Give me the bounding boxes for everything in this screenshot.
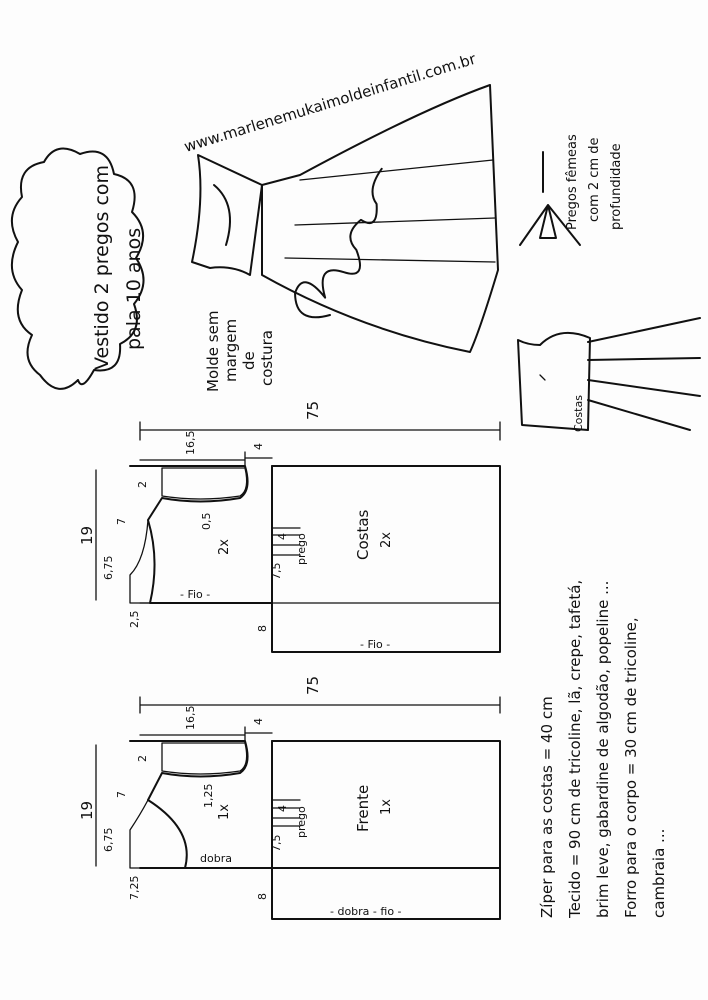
back-neck-depth-label: 2,5: [128, 611, 141, 629]
title-line-2: pala 10 anos: [123, 228, 145, 350]
website-url: www.marlenemukaimoldeinfantil.com.br: [182, 49, 479, 155]
front-yoke-armhole-hatch: [161, 742, 248, 775]
signature: [294, 167, 383, 319]
dress-sketch: [191, 84, 499, 353]
front-neck-depth-label: 7,25: [128, 876, 141, 901]
dress-pleat-line-3: [284, 257, 496, 263]
back-armhole-curve-label: 0,5: [200, 513, 213, 531]
materials-line-1: Zíper para as costas = 40 cm: [538, 696, 556, 918]
back-sketch: Costas: [517, 317, 701, 432]
front-pattern: 75 16,5 4 Frente 1x 1x prego dobra - dob…: [78, 676, 501, 920]
materials-notes: Zíper para as costas = 40 cm Tecido = 90…: [538, 580, 668, 919]
front-pleat-gap: 7,5: [270, 835, 283, 853]
back-shoulder-slope-label: 2: [136, 481, 149, 488]
dress-skirt: [261, 84, 499, 353]
pleats-line-3: profundidade: [609, 143, 624, 230]
back-sketch-label: Costas: [572, 395, 585, 432]
front-skirt-grain: - dobra - fio -: [330, 905, 402, 918]
dress-neckline: [213, 184, 231, 246]
back-length-line: [139, 421, 501, 441]
front-yoke-neck-hatch: [129, 799, 188, 869]
front-yoke-qty: 1x: [217, 804, 232, 820]
front-pleat-label: prego: [295, 806, 308, 838]
back-yoke-neck-hatch: [161, 467, 248, 500]
signature-stroke: [294, 167, 383, 319]
back-pleat-label: prego: [295, 533, 308, 565]
no-seam-note: Molde sem margem de costura: [204, 311, 276, 392]
front-shoulder-slope-label: 2: [136, 755, 149, 762]
no-seam-line-2: margem: [222, 319, 240, 382]
front-skirt-outline: [271, 740, 501, 920]
title-group: Vestido 2 pregos com pala 10 anos: [11, 147, 145, 390]
front-yoke-width-label: 16,5: [184, 706, 197, 731]
back-skirt-outline: [271, 465, 501, 653]
no-seam-line-4: costura: [258, 330, 276, 386]
back-yoke-width-label: 16,5: [184, 431, 197, 456]
front-piece-name: Frente: [354, 785, 372, 832]
back-shoulder-label: 4: [252, 443, 265, 450]
front-length-label: 75: [304, 676, 322, 695]
back-pattern: 75 16,5 4 Costas 2x 2x prego - Fio - - F…: [78, 401, 501, 653]
back-sketch-button: [539, 374, 546, 381]
back-yoke-armhole-hatch: [129, 519, 156, 604]
back-armhole-depth-label: 6,75: [102, 556, 115, 581]
materials-line-4: Forro para o corpo = 30 cm de tricoline,: [622, 617, 640, 918]
dress-pleat-line-2: [294, 217, 496, 226]
no-seam-line-3: de: [240, 351, 258, 370]
back-neck-drop-label: 7: [115, 518, 128, 525]
front-hem-offset: 8: [256, 893, 269, 900]
pleat-detail-diagram: [519, 151, 581, 246]
front-fold-label: dobra: [200, 852, 232, 865]
back-sketch-skirt: [587, 317, 701, 431]
materials-line-5: cambraia ...: [650, 829, 668, 918]
front-length-line: [139, 696, 501, 714]
front-pleat-marks: [271, 799, 301, 827]
title-cloud: [11, 147, 145, 390]
back-sketch-bodice: [517, 331, 591, 431]
front-yoke-outline: [129, 740, 273, 869]
title-line-1: Vestido 2 pregos com: [91, 165, 113, 370]
front-pleat-a: 4: [276, 805, 289, 812]
front-yoke-height-label: 19: [78, 801, 96, 820]
front-neck-drop-label: 7: [115, 791, 128, 798]
back-pleat-gap: 7,5: [270, 563, 283, 581]
front-armhole-depth-label: 6,75: [102, 828, 115, 853]
back-length-label: 75: [304, 401, 322, 420]
dress-pleat-line-1: [299, 159, 494, 181]
no-seam-line-1: Molde sem: [204, 311, 222, 392]
dress-bodice: [191, 154, 263, 276]
front-piece-qty: 1x: [379, 799, 394, 815]
pleat-detail: Pregos fêmeas com 2 cm de profundidade: [519, 134, 624, 246]
back-pleat-a: 4: [276, 533, 289, 540]
back-piece-name: Costas: [354, 509, 372, 560]
front-shoulder-label: 4: [252, 718, 265, 725]
back-skirt-grain: - Fio -: [360, 638, 390, 651]
back-hem-offset: 8: [256, 625, 269, 632]
back-piece-qty: 2x: [379, 532, 394, 548]
back-yoke-grain: - Fio -: [180, 588, 210, 601]
back-pleat-marks: [271, 527, 301, 556]
back-yoke-height-label: 19: [78, 526, 96, 545]
materials-line-3: brim leve, gabardine de algodão, popelin…: [594, 581, 612, 918]
back-yoke-qty: 2x: [217, 539, 232, 555]
pleats-line-1: Pregos fêmeas: [565, 134, 580, 230]
front-armhole-curve-label: 1,25: [202, 784, 215, 809]
pleats-line-2: com 2 cm de: [587, 138, 602, 223]
materials-line-2: Tecido = 90 cm de tricoline, lã, crepe, …: [566, 580, 584, 919]
